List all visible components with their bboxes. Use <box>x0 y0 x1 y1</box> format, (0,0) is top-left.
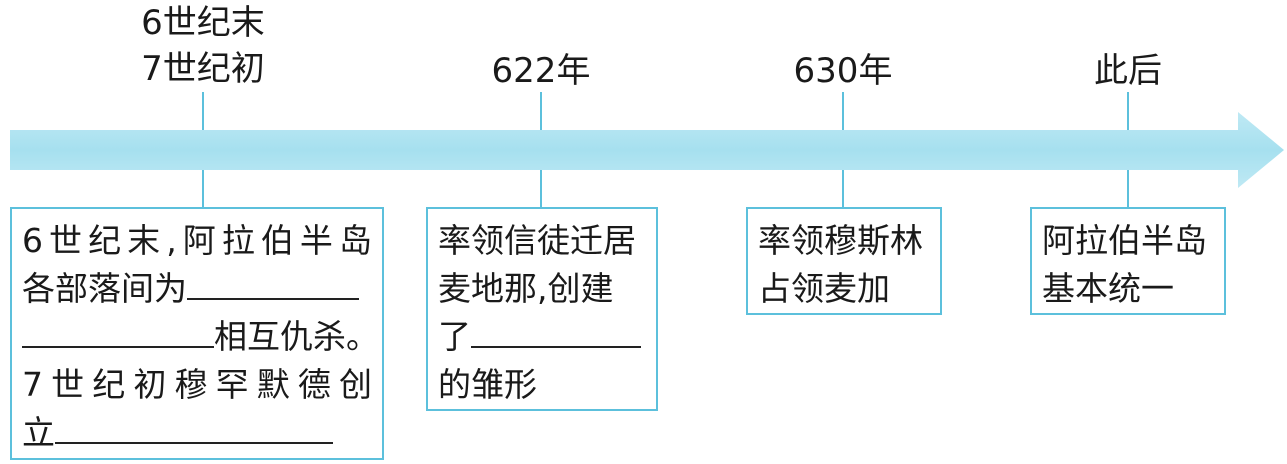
time-label-3: 630年 <box>772 48 914 94</box>
connector-1-top <box>202 92 204 130</box>
box-3-line-1: 率领穆斯林 <box>758 221 923 260</box>
answer-blank-1[interactable] <box>187 268 359 300</box>
box-1-line-3-suffix: 相互仇杀。 <box>214 317 379 356</box>
connector-2-bottom <box>540 170 542 208</box>
connector-4-bottom <box>1127 170 1129 208</box>
box-4-line-2: 基本统一 <box>1042 269 1174 308</box>
box-2-line-3-prefix: 了 <box>438 317 471 356</box>
box-1-line-5: 立 <box>22 409 372 457</box>
box-1-line-1: 6世纪末,阿拉伯半岛 <box>22 221 372 260</box>
box-1-line-4: 7世纪初穆罕默德创 <box>22 365 372 404</box>
box-1-line-3: 相互仇杀。 <box>22 313 379 361</box>
box-2-line-4: 的雏形 <box>438 365 537 404</box>
connector-1-bottom <box>202 170 204 208</box>
box-2-line-1: 率领信徒迁居 <box>438 221 636 260</box>
event-box-3: 率领穆斯林 占领麦加 <box>746 207 942 315</box>
connector-4-top <box>1127 92 1129 130</box>
box-1-line-5-prefix: 立 <box>22 413 55 452</box>
time-label-2: 622年 <box>470 48 612 94</box>
connector-3-top <box>842 92 844 130</box>
answer-blank-2[interactable] <box>55 412 333 444</box>
connector-3-bottom <box>842 170 844 208</box>
answer-blank-1-cont[interactable] <box>22 316 214 348</box>
time-label-2-line1: 622年 <box>491 51 591 91</box>
event-box-2: 率领信徒迁居 麦地那,创建 了 的雏形 <box>426 207 658 411</box>
box-2-line-2: 麦地那,创建 <box>438 269 614 308</box>
time-label-1: 6世纪末 7世纪初 <box>132 0 274 92</box>
box-1-line-2-prefix: 各部落间为 <box>22 269 187 308</box>
event-box-4: 阿拉伯半岛 基本统一 <box>1030 207 1226 315</box>
time-label-3-line1: 630年 <box>793 51 893 91</box>
time-label-4-line1: 此后 <box>1094 51 1162 91</box>
time-label-1-line2: 7世纪初 <box>141 49 265 89</box>
time-label-4: 此后 <box>1070 48 1186 94</box>
event-box-1: 6世纪末,阿拉伯半岛 各部落间为 相互仇杀。 7世纪初穆罕默德创 立 <box>10 207 384 460</box>
box-2-line-3: 了 <box>438 313 646 361</box>
time-label-1-line1: 6世纪末 <box>141 3 265 43</box>
answer-blank-3[interactable] <box>471 316 641 348</box>
box-4-line-1: 阿拉伯半岛 <box>1042 221 1207 260</box>
connector-2-top <box>540 92 542 130</box>
box-3-line-2: 占领麦加 <box>758 269 890 308</box>
box-1-line-2: 各部落间为 <box>22 265 372 313</box>
